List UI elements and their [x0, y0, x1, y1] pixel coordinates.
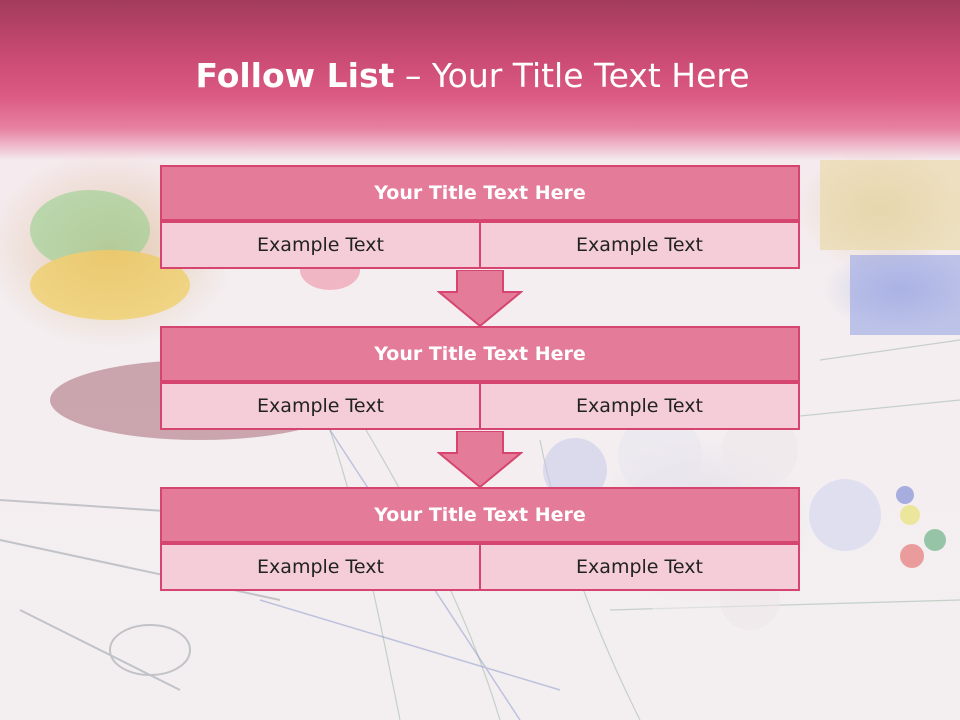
block-row: Example Text Example Text — [160, 543, 800, 591]
down-arrow-icon — [437, 431, 523, 489]
list-block-1: Your Title Text Here Example Text Exampl… — [160, 165, 800, 269]
title-rest: – Your Title Text Here — [394, 56, 750, 95]
down-arrow-icon — [437, 270, 523, 328]
title-bar: Follow List – Your Title Text Here — [0, 0, 960, 160]
block-cell-left: Example Text — [160, 543, 481, 591]
block-cell-right: Example Text — [481, 221, 800, 269]
block-cell-left: Example Text — [160, 221, 481, 269]
block-title: Your Title Text Here — [160, 165, 800, 221]
block-row: Example Text Example Text — [160, 221, 800, 269]
page-title: Follow List – Your Title Text Here — [0, 54, 945, 98]
block-title: Your Title Text Here — [160, 326, 800, 382]
title-strong: Follow List — [195, 56, 395, 95]
block-title: Your Title Text Here — [160, 487, 800, 543]
block-cell-right: Example Text — [481, 382, 800, 430]
block-cell-left: Example Text — [160, 382, 481, 430]
block-cell-right: Example Text — [481, 543, 800, 591]
list-block-3: Your Title Text Here Example Text Exampl… — [160, 487, 800, 591]
list-block-2: Your Title Text Here Example Text Exampl… — [160, 326, 800, 430]
block-row: Example Text Example Text — [160, 382, 800, 430]
